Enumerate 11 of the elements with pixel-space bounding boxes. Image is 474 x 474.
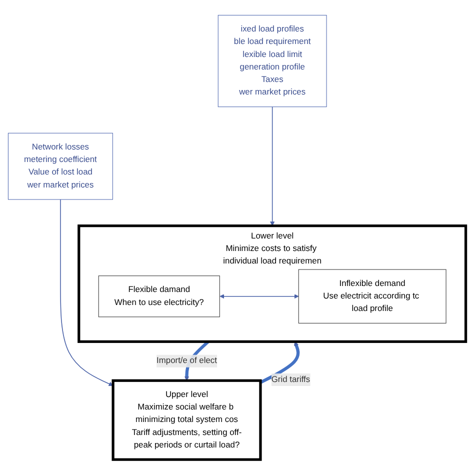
node-box: Upper level Maximize social welfare b minimizing total system cos Tariff adjustments, setting off-peak periods or curtail load? bbox=[112, 378, 262, 460]
edge-label: Grid tariffs bbox=[271, 374, 310, 384]
node-box: Inflexible demand Use electricit according tc load profile bbox=[298, 268, 446, 324]
arrow bbox=[60, 198, 114, 386]
arrow bbox=[270, 106, 275, 226]
node-box: Flexible damand When to use electricity? bbox=[98, 275, 220, 317]
arrow bbox=[220, 294, 299, 298]
node-box: Network losses metering coefficient Value of lost load wer market prices bbox=[8, 132, 113, 200]
node-box: ixed load profiles ble load requirement lexible load limit generation profile Taxes wer market prices bbox=[218, 14, 327, 107]
edge-label: Import/e of elect bbox=[156, 356, 217, 365]
arrow bbox=[260, 341, 300, 384]
